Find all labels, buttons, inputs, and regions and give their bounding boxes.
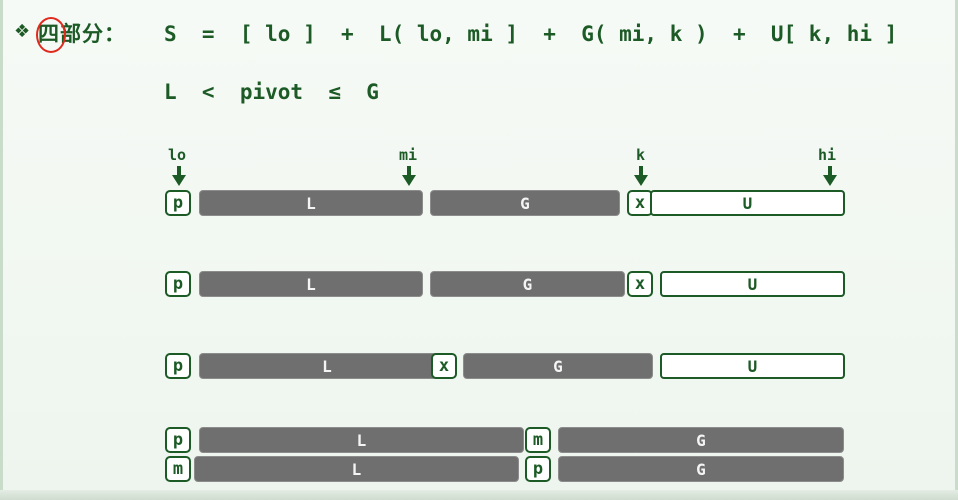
bullet-icon: ❖ [14, 21, 31, 42]
middle-cell: m [525, 427, 551, 453]
pointer-label-k: k [636, 146, 646, 164]
pivot-cell: p [165, 271, 191, 297]
slide-border-right [955, 0, 958, 500]
down-arrow-icon [402, 166, 416, 186]
pointer-label-lo: lo [168, 146, 187, 164]
u-segment: U [650, 190, 845, 216]
current-element-cell: x [431, 353, 457, 379]
u-segment: U [660, 353, 845, 379]
slide-border-bottom [0, 490, 958, 500]
l-segment: L [194, 456, 519, 482]
g-segment: G [430, 271, 625, 297]
pointer-label-mi: mi [399, 146, 418, 164]
down-arrow-icon [823, 166, 837, 186]
down-arrow-icon [172, 166, 186, 186]
pivot-cell: p [165, 427, 191, 453]
red-circle-annotation [36, 17, 66, 53]
pivot-cell: p [525, 456, 551, 482]
pivot-cell: p [165, 190, 191, 216]
slide-border-left [0, 0, 3, 500]
pointer-label-hi: hi [818, 146, 837, 164]
l-segment: L [199, 271, 423, 297]
g-segment: G [558, 456, 844, 482]
g-segment: G [558, 427, 844, 453]
pivot-cell: p [165, 353, 191, 379]
partition-formula: S = [ lo ] + L( lo, mi ] + G( mi, k ) + … [164, 22, 898, 46]
invariant-formula: L < pivot ≤ G [164, 80, 379, 104]
down-arrow-icon [634, 166, 648, 186]
l-segment: L [199, 427, 524, 453]
l-segment: L [199, 353, 455, 379]
current-element-cell: x [627, 190, 653, 216]
g-segment: G [463, 353, 653, 379]
u-segment: U [660, 271, 845, 297]
current-element-cell: x [627, 271, 653, 297]
g-segment: G [430, 190, 620, 216]
l-segment: L [199, 190, 423, 216]
middle-cell: m [165, 456, 191, 482]
